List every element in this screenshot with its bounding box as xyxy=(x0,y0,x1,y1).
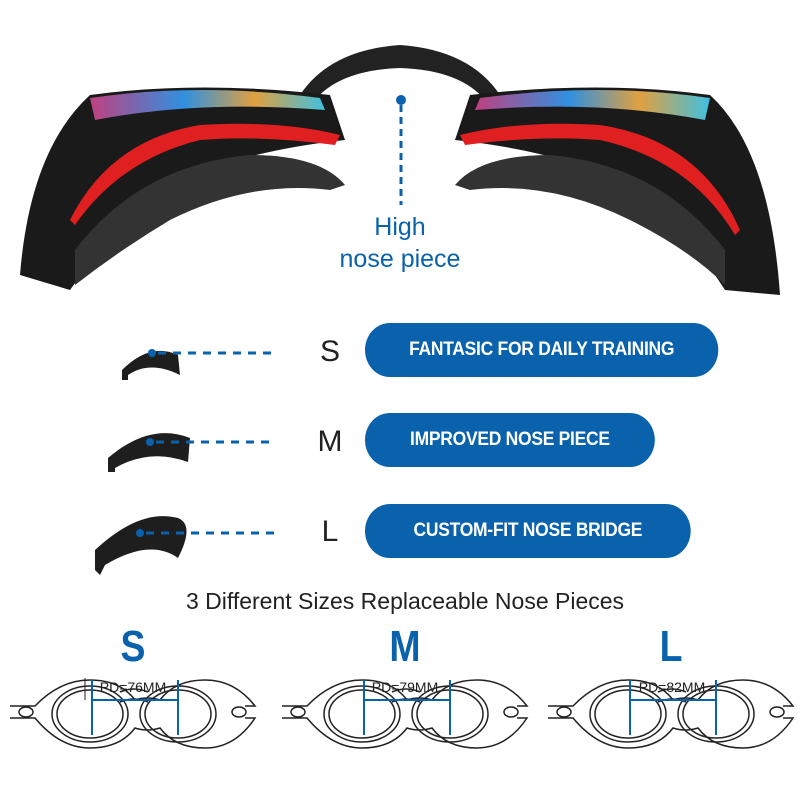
callout-line1: High xyxy=(374,213,426,241)
feature-badge-s: FANTASIC FOR DAILY TRAINING xyxy=(365,323,719,377)
pd-label-s: PD=76MM xyxy=(99,679,167,695)
goggle-outline-diagrams xyxy=(10,678,794,749)
feature-badge-m: IMPROVED NOSE PIECE xyxy=(365,413,655,467)
feature-badge-l: CUSTOM-FIT NOSE BRIDGE xyxy=(365,504,691,558)
nose-piece-l xyxy=(95,516,275,575)
pd-size-letter-s: S xyxy=(120,622,146,671)
pd-size-letter-l: L xyxy=(659,622,683,671)
goggles-product-image xyxy=(20,45,780,295)
size-letter-l: L xyxy=(321,515,339,548)
nose-piece-s xyxy=(122,349,275,380)
pd-label-l: PD=82MM xyxy=(638,679,706,695)
nose-piece-diagrams xyxy=(95,349,275,575)
pd-size-letter-m: M xyxy=(389,622,421,671)
size-letter-s: S xyxy=(319,335,340,368)
pd-measure-lines xyxy=(91,680,717,735)
size-letter-m: M xyxy=(317,425,343,458)
nose-piece-m xyxy=(108,433,275,472)
section-heading: 3 Different Sizes Replaceable Nose Piece… xyxy=(185,588,625,614)
callout-dot xyxy=(396,95,406,105)
callout-line2: nose piece xyxy=(339,245,461,273)
pd-label-m: PD=79MM xyxy=(371,679,439,695)
